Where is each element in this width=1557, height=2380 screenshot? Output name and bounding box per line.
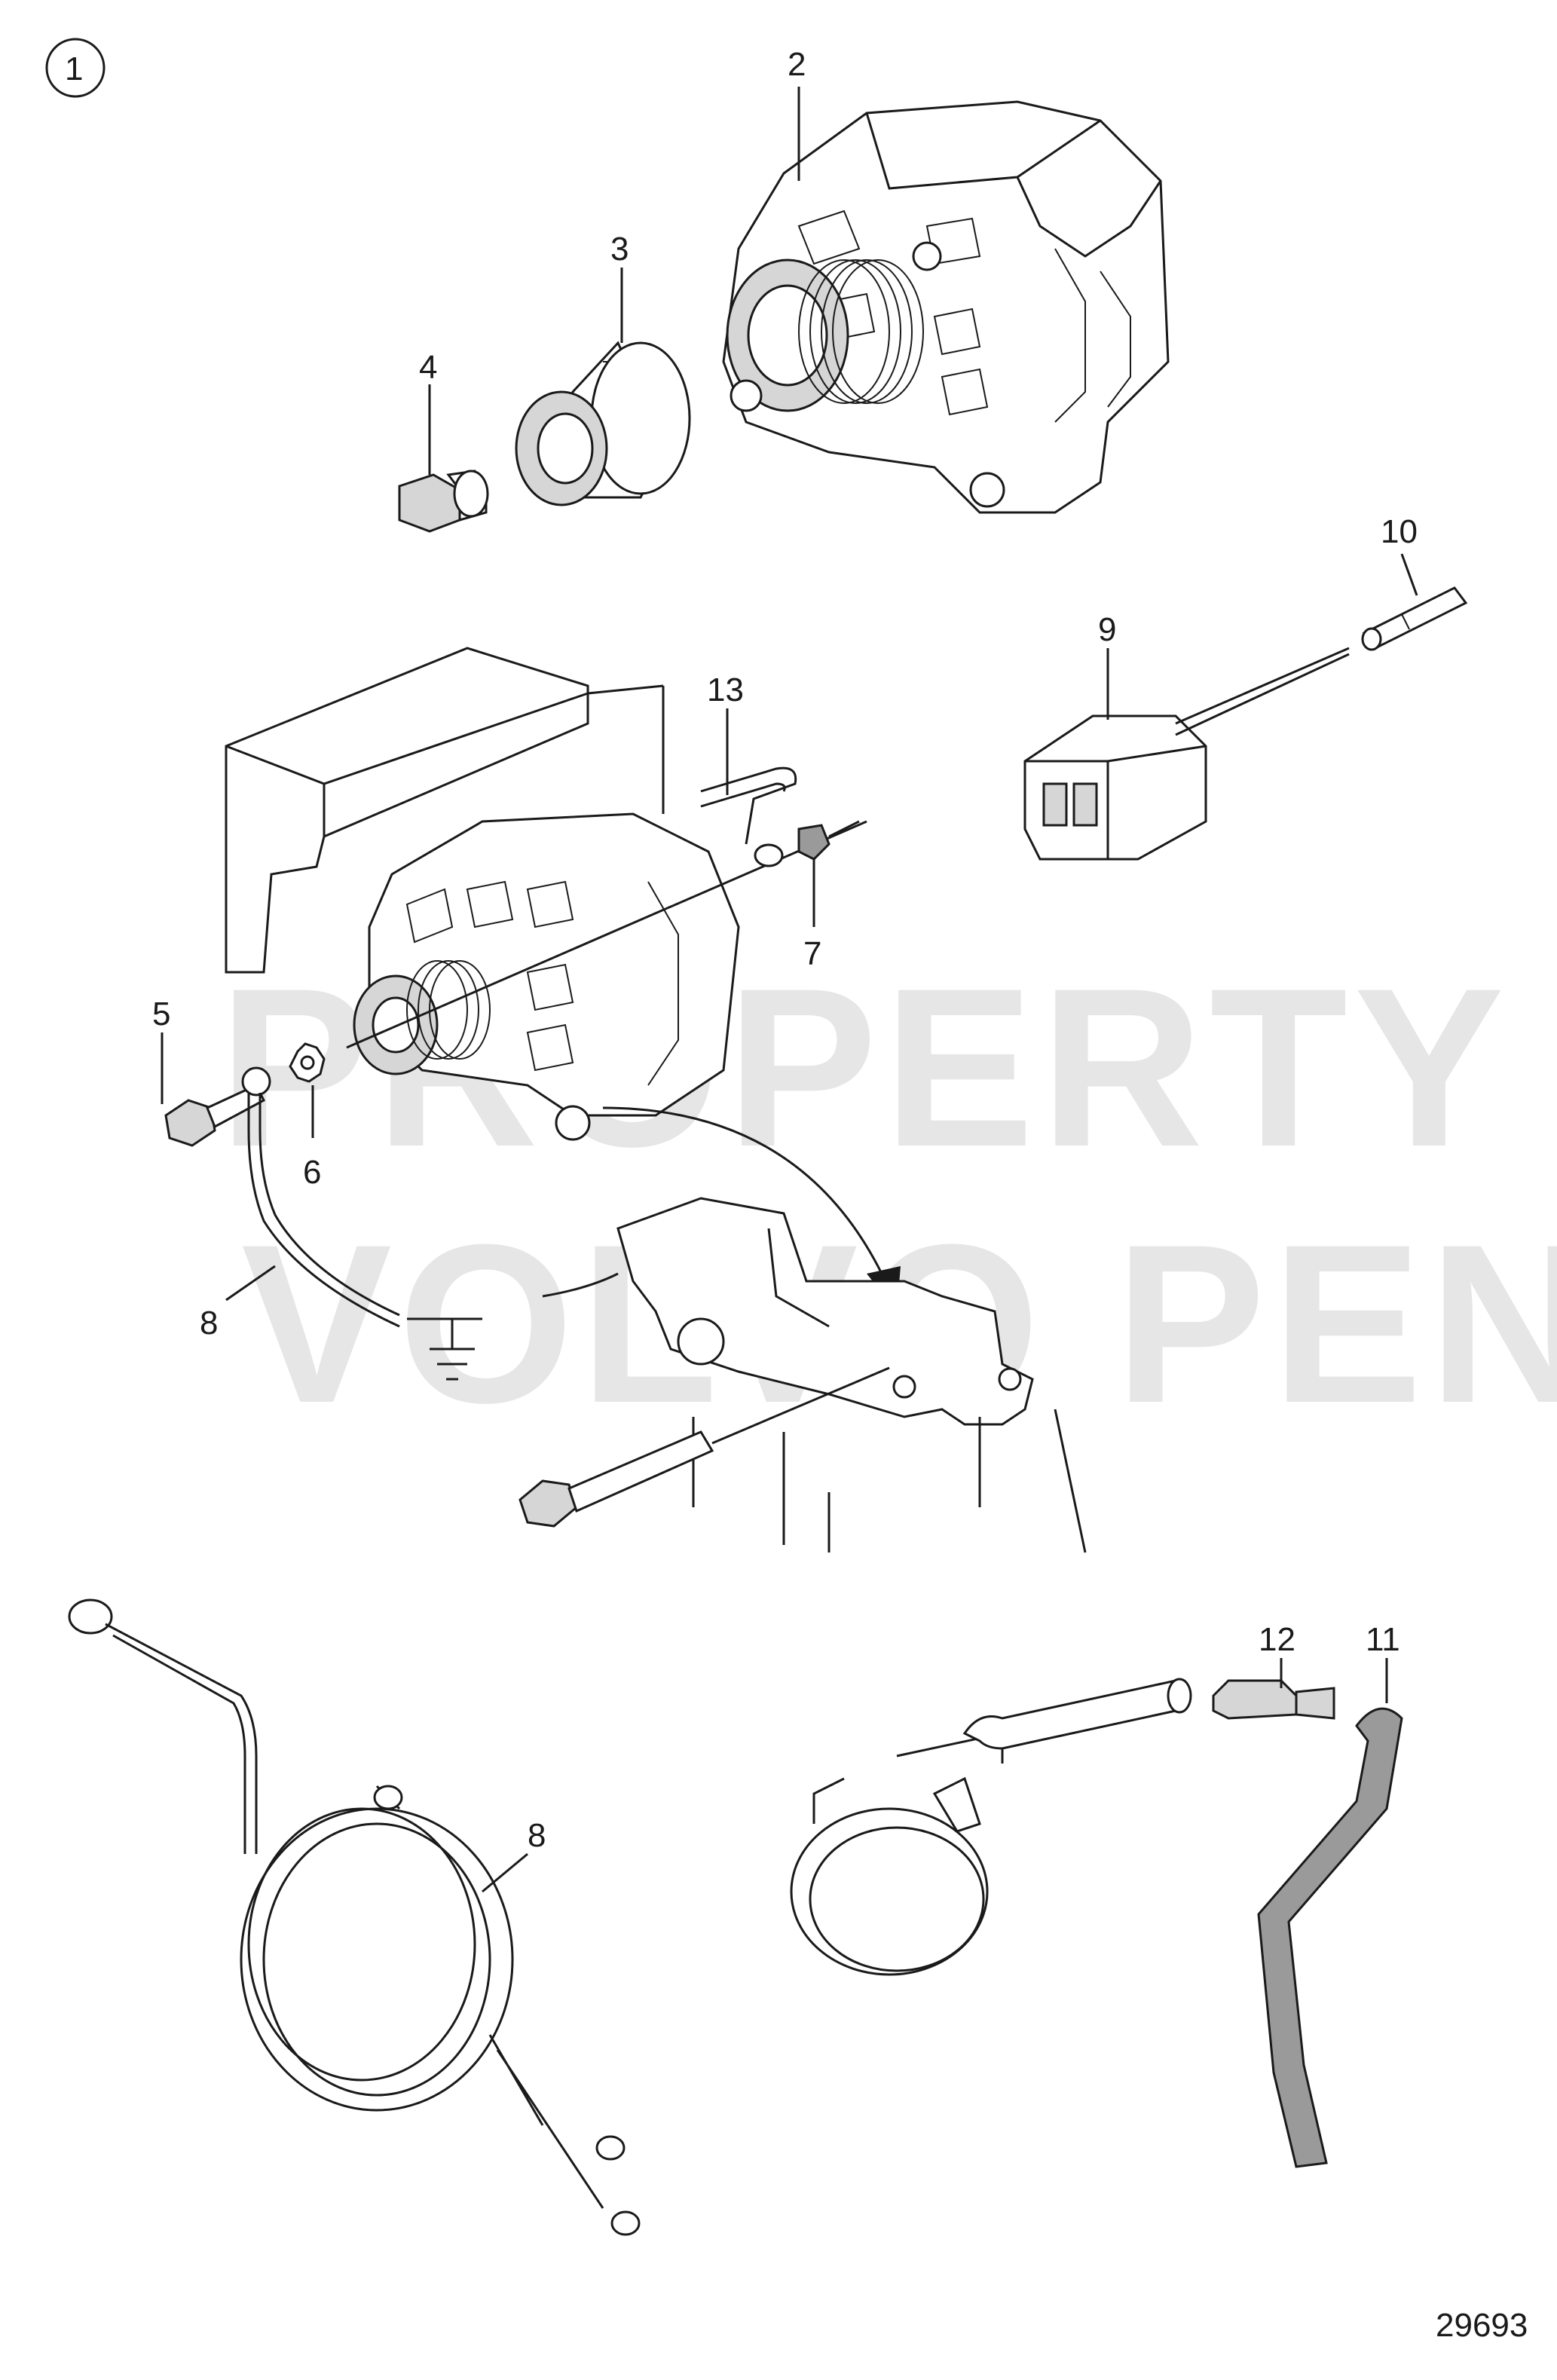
alternator-part — [722, 100, 1170, 514]
group-number: 1 — [65, 50, 83, 87]
hose-fitting-part — [1212, 1679, 1335, 1720]
alternator-installed — [346, 812, 867, 1141]
heat-shield-part — [225, 647, 665, 974]
callout-10: 10 — [1381, 513, 1418, 550]
cable-harness-part — [68, 1598, 641, 2236]
callout-11: 11 — [1366, 1621, 1400, 1658]
callout-8-lower: 8 — [528, 1817, 546, 1854]
callout-6: 6 — [303, 1154, 321, 1191]
group-number-badge: 1 — [45, 38, 106, 98]
callout-9: 9 — [1098, 611, 1116, 648]
callouts: 2 3 4 13 10 9 7 5 6 8 12 11 8 — [152, 46, 1418, 1854]
mounting-bracket — [542, 1197, 1087, 1553]
pipe-part — [700, 766, 860, 867]
callout-7: 7 — [803, 935, 821, 972]
callout-5: 5 — [152, 996, 170, 1032]
callout-12: 12 — [1259, 1621, 1295, 1658]
callout-13: 13 — [707, 671, 744, 708]
callout-2: 2 — [788, 46, 806, 83]
terminal-part — [1361, 586, 1468, 651]
connector-part — [1023, 647, 1350, 861]
bent-hose-part — [1257, 1707, 1403, 2168]
pulley-part — [515, 341, 691, 506]
callout-3: 3 — [610, 231, 629, 268]
drawing-number: 29693 — [1436, 2307, 1528, 2344]
nut-part — [398, 470, 489, 533]
cover-cap-part — [790, 1678, 1192, 1976]
callout-leaders — [161, 87, 1418, 1893]
callout-8-upper: 8 — [200, 1305, 218, 1341]
bolt-washer-cable — [164, 1042, 482, 1381]
callout-4: 4 — [419, 349, 437, 386]
long-bolt — [518, 1366, 890, 1528]
